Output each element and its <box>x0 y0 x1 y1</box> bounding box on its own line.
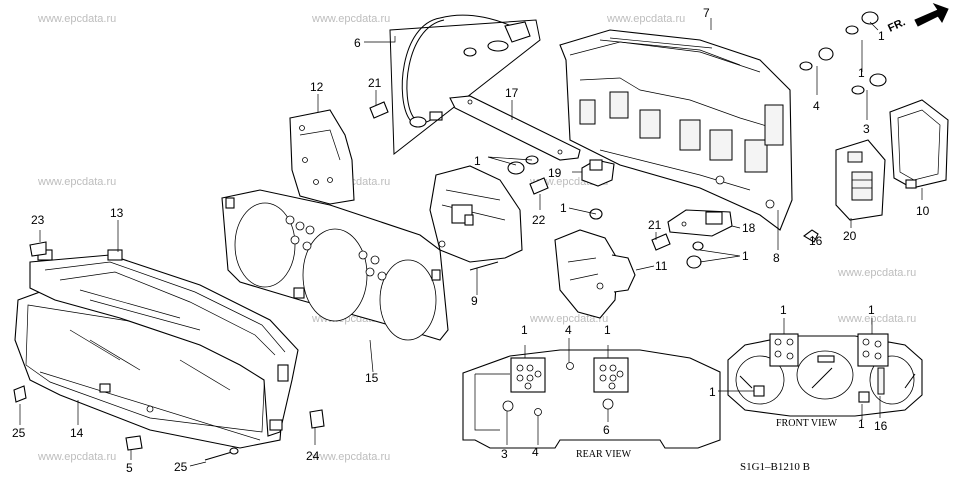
part-7-meter-case <box>559 29 793 231</box>
watermark: www.epcdata.ru <box>37 176 116 188</box>
part-19-board <box>581 159 615 187</box>
callout-1: 1 <box>521 323 528 337</box>
part-17-strip <box>449 95 581 161</box>
callout-5: 5 <box>126 461 133 475</box>
front-view-label: FRONT VIEW <box>776 418 838 429</box>
callout-15: 15 <box>365 371 379 385</box>
rear-view-detail: REAR VIEW <box>462 338 721 460</box>
part-11-gauge <box>554 229 636 319</box>
callout-4: 4 <box>813 99 820 113</box>
part-20-unit <box>835 139 886 221</box>
callout-6: 6 <box>354 36 361 50</box>
callout-1: 1 <box>878 29 885 43</box>
arrow-icon <box>914 3 949 27</box>
callout-1: 1 <box>474 154 481 168</box>
direction-label: FR. <box>886 16 907 34</box>
callout-1: 1 <box>560 201 567 215</box>
callout-11: 11 <box>655 259 668 273</box>
callout-7: 7 <box>703 6 710 20</box>
callout-10: 10 <box>916 204 930 218</box>
callout-13: 13 <box>110 206 124 220</box>
watermark: www.epcdata.ru <box>837 267 916 279</box>
part-18-board <box>667 209 733 237</box>
watermark: www.epcdata.ru <box>529 313 608 325</box>
front-view-detail: FRONT VIEW <box>718 318 923 429</box>
callout-25: 25 <box>174 460 188 474</box>
callout-21: 21 <box>648 218 662 232</box>
callout-16: 16 <box>874 419 888 433</box>
part-6-wire-harness <box>389 14 541 155</box>
callout-8: 8 <box>773 251 780 265</box>
callout-18: 18 <box>742 221 756 235</box>
callout-1: 1 <box>604 323 611 337</box>
callout-16: 16 <box>809 234 823 248</box>
front-direction-arrow: FR. <box>886 3 949 35</box>
watermark: www.epcdata.ru <box>311 451 390 463</box>
callout-1: 1 <box>858 66 865 80</box>
watermark: www.epcdata.ru <box>837 313 916 325</box>
callout-12: 12 <box>310 80 324 94</box>
callout-21: 21 <box>368 76 382 90</box>
callout-1: 1 <box>742 249 749 263</box>
callout-3: 3 <box>501 447 508 461</box>
callout-25: 25 <box>12 426 26 440</box>
part-13-meter-housing <box>29 249 299 437</box>
callout-1: 1 <box>858 417 865 431</box>
callout-6: 6 <box>603 423 610 437</box>
callout-1: 1 <box>780 303 787 317</box>
rear-view-label: REAR VIEW <box>576 449 632 460</box>
part-9-gauge-unit <box>429 165 523 271</box>
watermark: www.epcdata.ru <box>311 13 390 25</box>
callout-1: 1 <box>709 385 716 399</box>
callout-22: 22 <box>532 213 546 227</box>
callout-14: 14 <box>70 426 84 440</box>
callout-24: 24 <box>306 449 320 463</box>
callout-19: 19 <box>548 166 562 180</box>
callout-4: 4 <box>532 445 539 459</box>
callout-9: 9 <box>471 294 478 308</box>
callout-1: 1 <box>868 303 875 317</box>
callout-3: 3 <box>863 122 870 136</box>
bulbs-and-sockets <box>13 11 887 461</box>
part-code: S1G1–B1210 B <box>740 461 810 473</box>
part-15-meter-panel <box>221 189 449 341</box>
watermark: www.epcdata.ru <box>37 451 116 463</box>
callout-lines <box>19 18 923 467</box>
callout-numbers: 6 7 1 17 21 12 19 1 22 21 18 1 11 9 8 4 … <box>12 6 930 475</box>
callout-4: 4 <box>565 323 572 337</box>
watermark: www.epcdata.ru <box>606 13 685 25</box>
callout-23: 23 <box>31 213 45 227</box>
part-12-plate <box>289 109 355 205</box>
part-10-cover <box>889 99 949 189</box>
watermark: www.epcdata.ru <box>37 13 116 25</box>
callout-17: 17 <box>505 86 519 100</box>
callout-20: 20 <box>843 229 857 243</box>
